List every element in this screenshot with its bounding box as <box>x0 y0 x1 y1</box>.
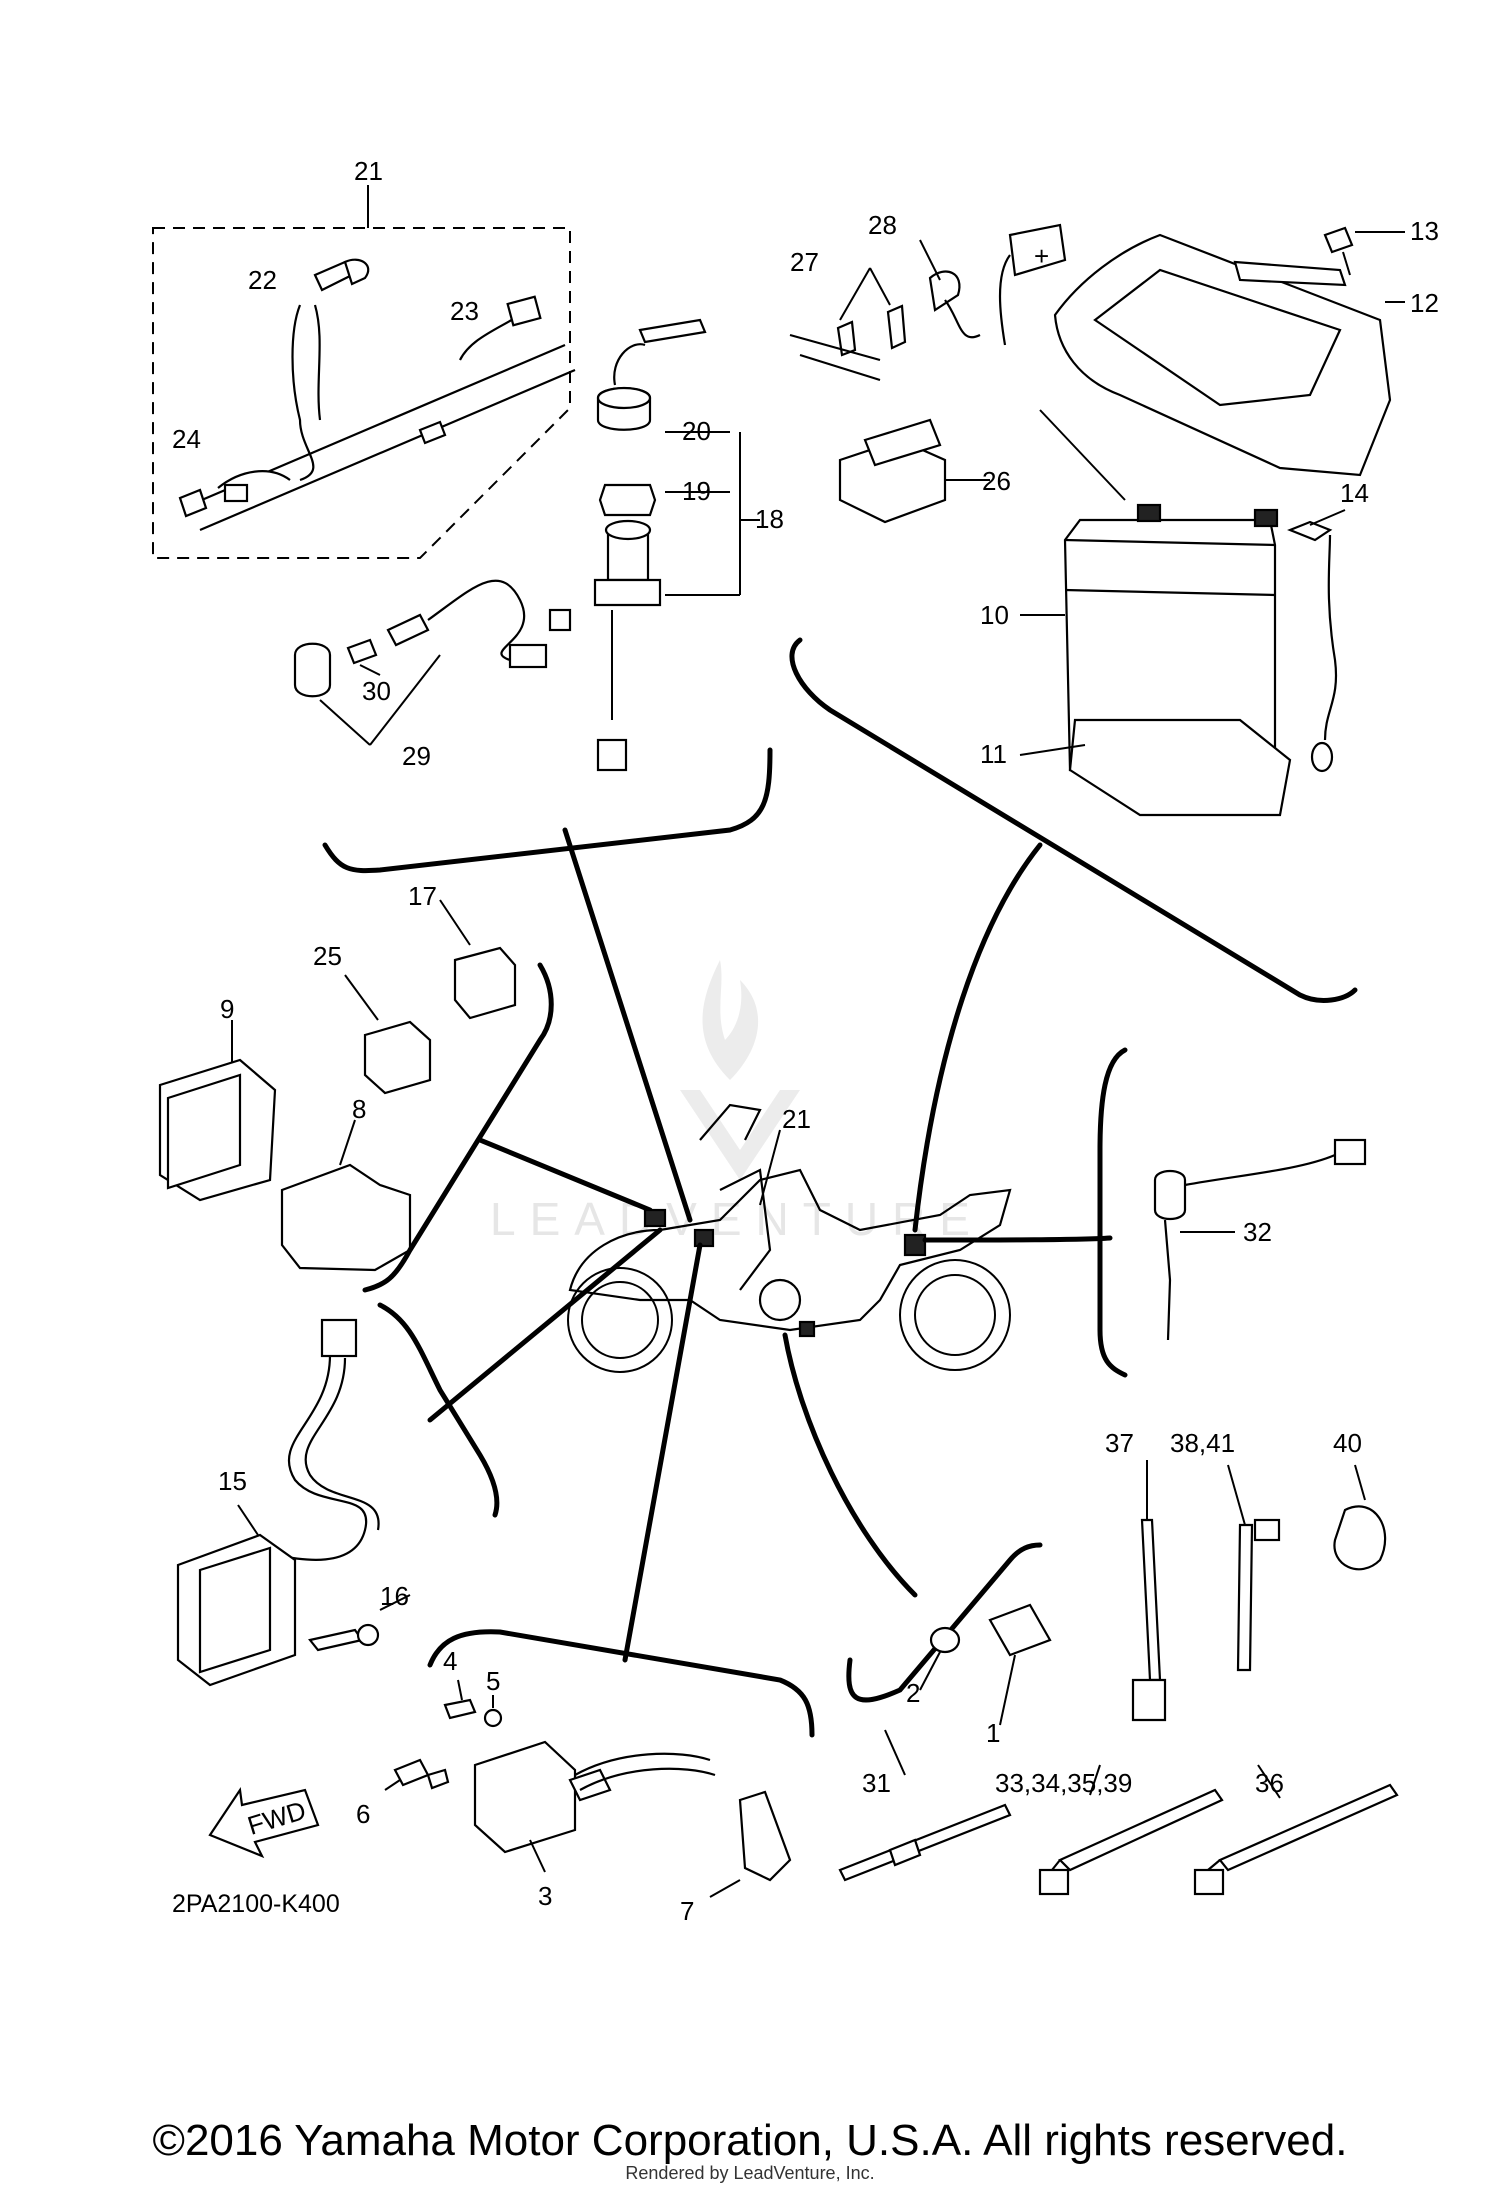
fwd-arrow-icon: FWD <box>208 1786 320 1859</box>
cable-ties-group <box>838 1460 1399 1896</box>
callout-21-center: 21 <box>782 1104 811 1134</box>
rendered-by-credit: Rendered by LeadVenture, Inc. <box>625 2163 875 2183</box>
callout-37: 37 <box>1105 1428 1134 1458</box>
callout-27: 27 <box>790 247 819 277</box>
callout-13: 13 <box>1410 216 1439 246</box>
callout-20: 20 <box>682 416 711 446</box>
callout-29: 29 <box>402 741 431 771</box>
callout-11: 11 <box>980 739 1007 769</box>
callout-24: 24 <box>172 424 201 454</box>
wire-harness-group <box>152 185 576 559</box>
pressure-switch-group <box>846 1542 1052 1726</box>
callout-18: 18 <box>755 504 784 534</box>
callout-16: 16 <box>380 1581 409 1611</box>
callout-26: 26 <box>982 466 1011 496</box>
callout-6: 6 <box>356 1799 370 1829</box>
callout-33-34-35-39: 33,34,35,39 <box>995 1768 1132 1798</box>
callout-38-41: 38,41 <box>1170 1428 1235 1458</box>
callout-31: 31 <box>862 1768 891 1798</box>
callout-36: 36 <box>1255 1768 1284 1798</box>
callout-3: 3 <box>538 1881 552 1911</box>
callout-23: 23 <box>450 296 479 326</box>
upper-left-bracket <box>322 747 773 1223</box>
relay-group <box>158 899 653 1293</box>
positive-terminal-label: + <box>1034 241 1049 271</box>
copyright-notice: ©2016 Yamaha Motor Corporation, U.S.A. A… <box>152 2116 1348 2165</box>
callout-9: 9 <box>220 994 234 1024</box>
callout-25: 25 <box>313 941 342 971</box>
atv-illustration <box>427 1103 1113 1663</box>
callout-40: 40 <box>1333 1428 1362 1458</box>
callout-1: 1 <box>986 1718 1000 1748</box>
callout-14: 14 <box>1340 478 1369 508</box>
callout-12: 12 <box>1410 288 1439 318</box>
callout-30: 30 <box>362 676 391 706</box>
main-switch-group <box>593 318 760 772</box>
sensor-group <box>1097 1047 1367 1378</box>
rectifier-group <box>176 1302 500 1687</box>
callout-22: 22 <box>248 265 277 295</box>
battery-group: + <box>789 223 1405 1233</box>
callout-19: 19 <box>682 476 711 506</box>
callout-5: 5 <box>486 1666 500 1696</box>
callout-28: 28 <box>868 210 897 240</box>
callout-2: 2 <box>906 1678 920 1708</box>
callout-4: 4 <box>443 1646 457 1676</box>
callout-10: 10 <box>980 600 1009 630</box>
callout-21-top: 21 <box>354 156 383 186</box>
watermark: LEADVENTURE <box>490 960 984 1245</box>
watermark-text: LEADVENTURE <box>490 1193 984 1245</box>
callout-7: 7 <box>680 1896 694 1926</box>
indicator-light-group <box>293 579 572 746</box>
ignition-coil-group <box>384 1629 815 1898</box>
callout-15: 15 <box>218 1466 247 1496</box>
callout-32: 32 <box>1243 1217 1272 1247</box>
callout-8: 8 <box>352 1094 366 1124</box>
callout-labels: 21 22 23 24 20 19 18 30 29 28 27 13 12 2… <box>172 156 1439 1926</box>
diagram-code: 2PA2100-K400 <box>172 1890 340 1918</box>
callout-17: 17 <box>408 881 437 911</box>
